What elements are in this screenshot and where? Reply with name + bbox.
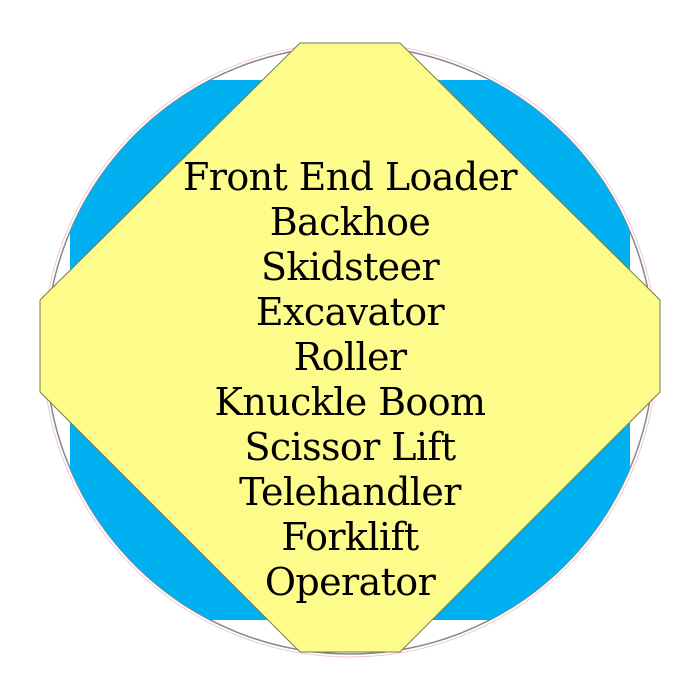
list-item: Backhoe — [269, 200, 431, 244]
list-item: Forklift — [281, 515, 419, 559]
list-item: Skidsteer — [260, 245, 440, 289]
list-item: Excavator — [255, 290, 445, 334]
list-item: Knuckle Boom — [214, 380, 486, 424]
list-item: Roller — [293, 335, 407, 379]
yellow-diamond — [39, 42, 661, 653]
list-item: Operator — [264, 560, 436, 604]
list-item: Front End Loader — [183, 155, 518, 199]
equipment-list: Front End Loader Backhoe Skidsteer Excav… — [150, 155, 550, 605]
list-item: Telehandler — [239, 470, 461, 514]
list-item: Scissor Lift — [244, 425, 456, 469]
